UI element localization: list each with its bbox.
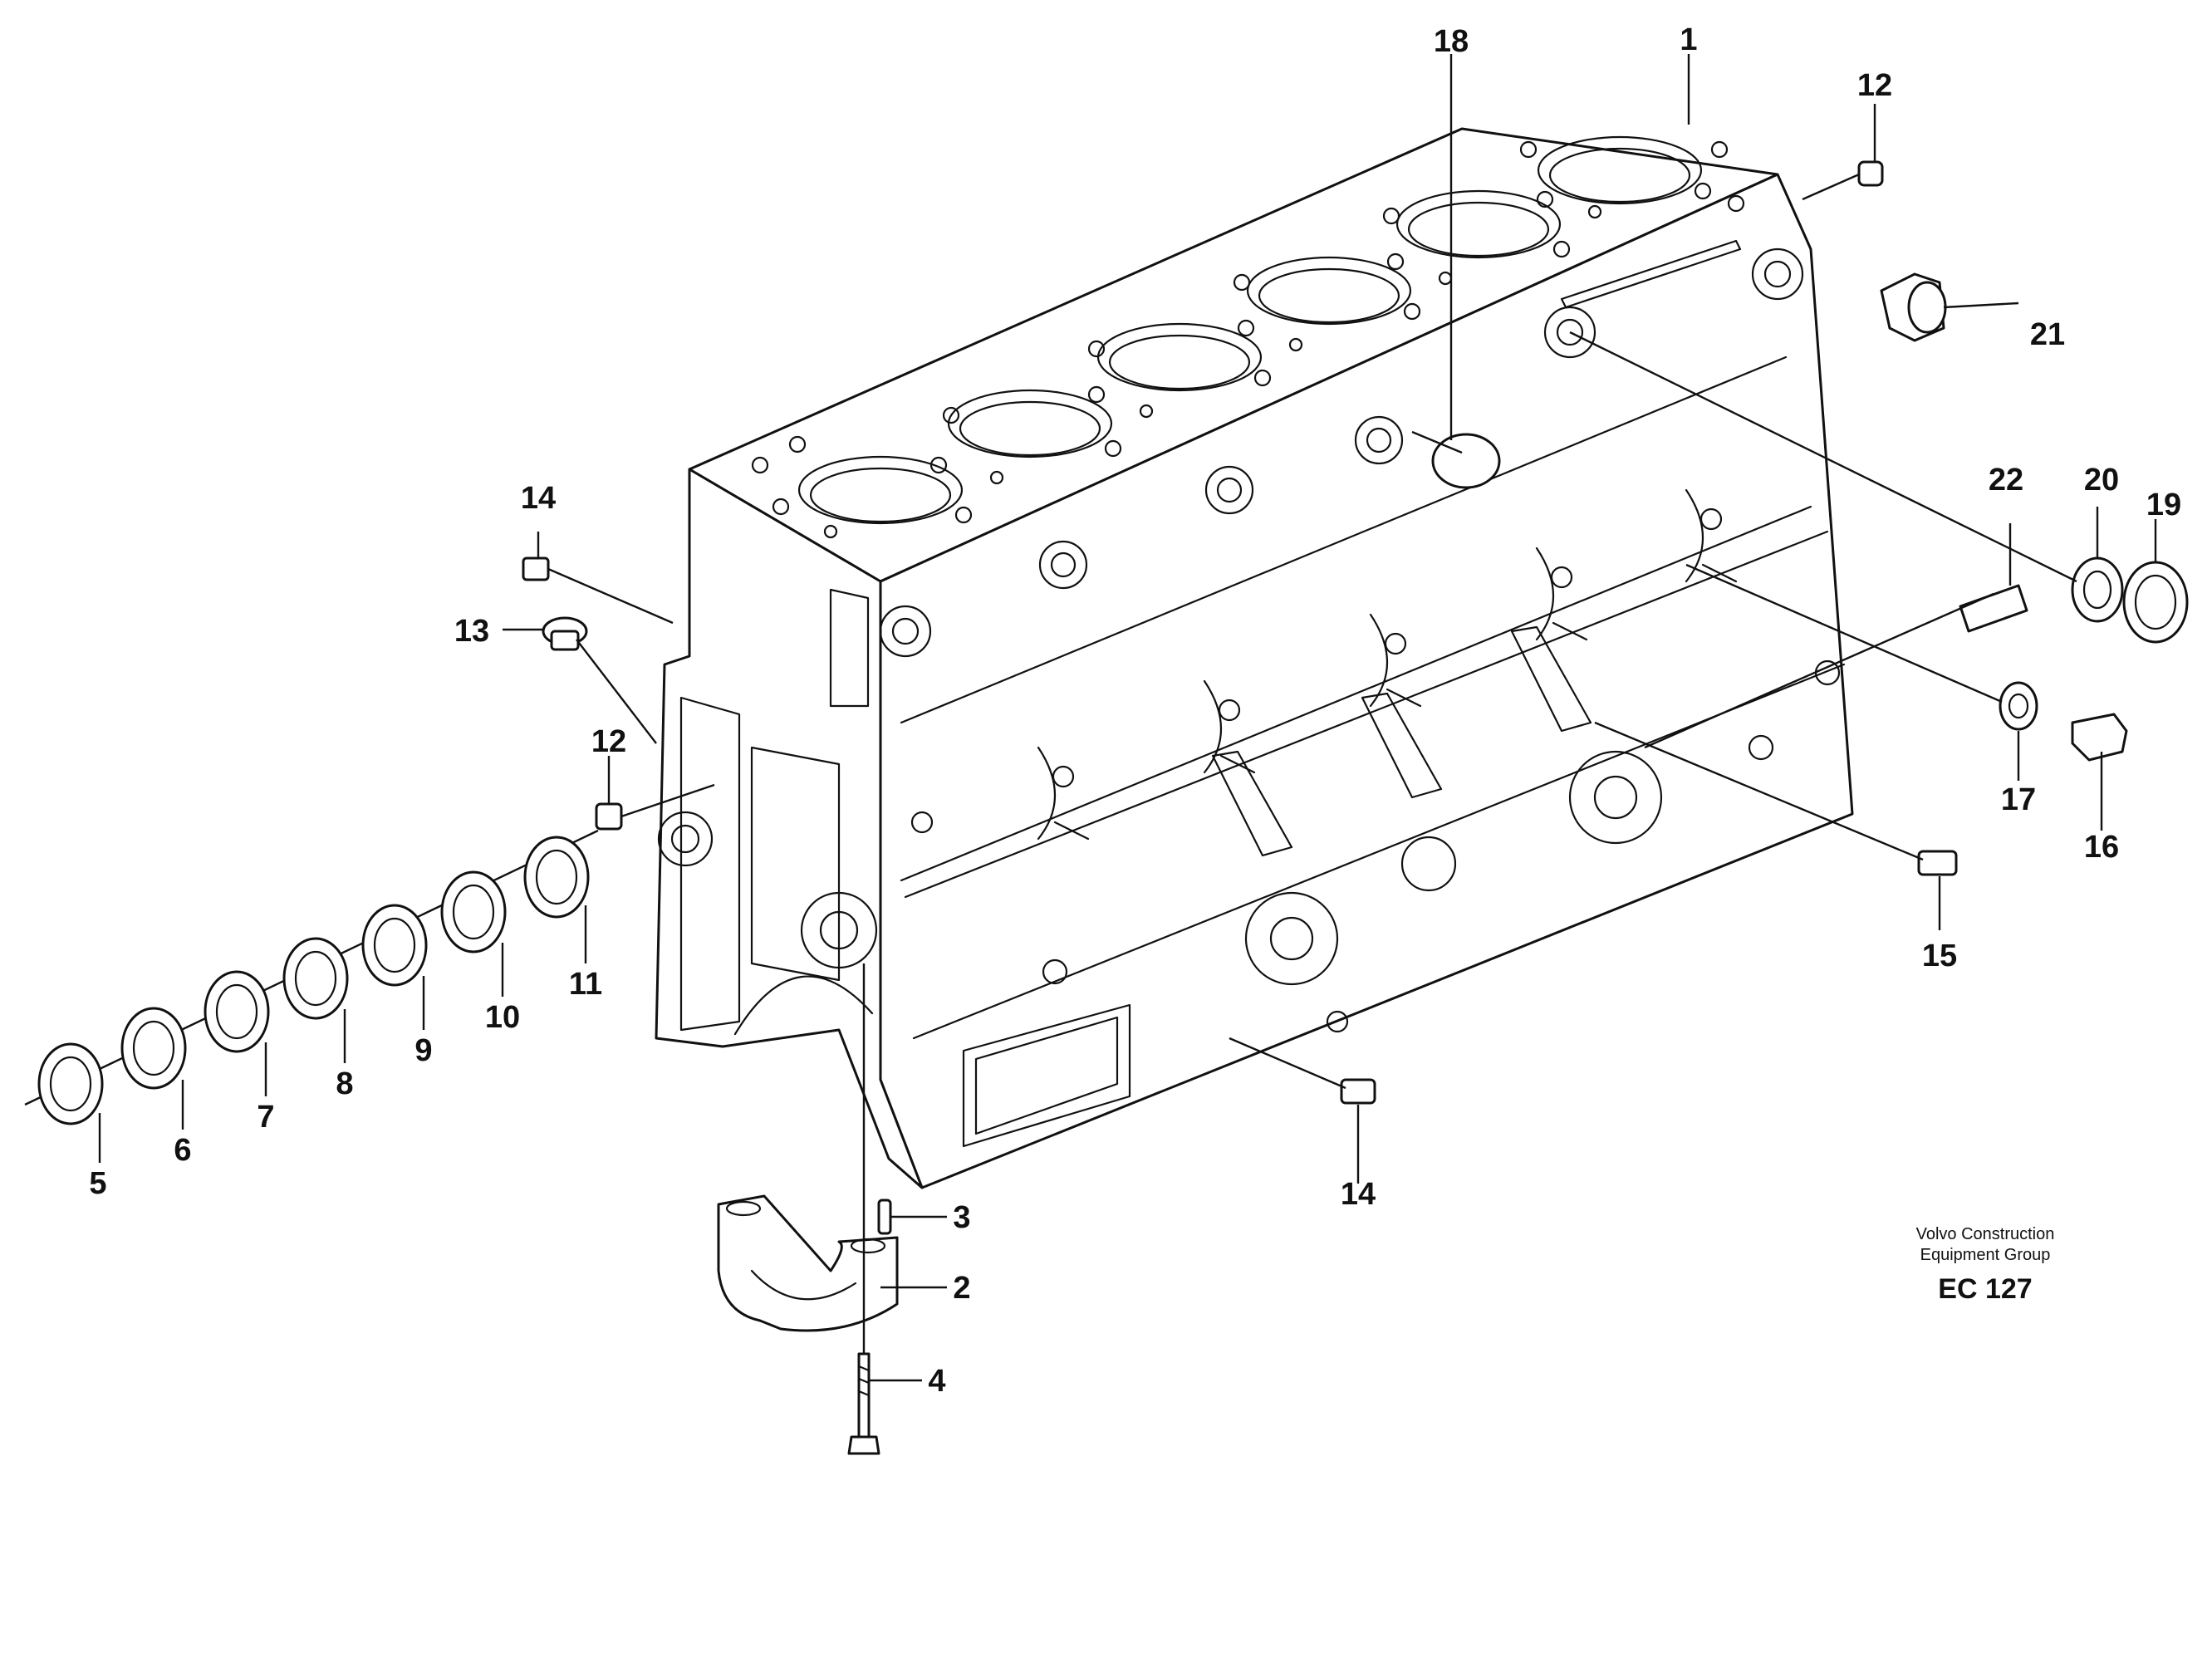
label-21: 21 [2030,317,2065,352]
drawing-code: EC 127 [1938,1273,2032,1305]
label-3: 3 [953,1200,970,1235]
label-22: 22 [1989,463,2023,498]
callout-labels: 1 2 3 4 5 6 7 8 9 10 11 12 12 13 14 14 1… [89,22,2181,1399]
label-4: 4 [928,1364,945,1399]
label-13: 13 [454,614,489,649]
publisher-line-1: Volvo Construction [1916,1225,2055,1243]
label-14-top: 14 [521,481,556,516]
publisher-block: Volvo Construction Equipment Group EC 12… [1916,1225,2055,1305]
label-16: 16 [2084,830,2119,865]
label-10: 10 [485,1000,520,1035]
label-8: 8 [336,1066,353,1101]
label-11: 11 [569,967,602,1002]
label-9: 9 [414,1033,432,1068]
label-17: 17 [2001,782,2036,817]
label-15: 15 [1922,939,1957,973]
dowel-pin [877,1199,892,1235]
publisher-line-2: Equipment Group [1920,1246,2051,1264]
label-1: 1 [1680,22,1697,57]
label-18: 18 [1434,24,1469,59]
cylinder-block [655,127,1854,1189]
label-5: 5 [89,1166,106,1201]
label-6: 6 [174,1133,191,1168]
label-12-top: 12 [1857,68,1892,103]
small-parts [522,160,2189,1105]
label-7: 7 [257,1100,274,1135]
main-bearing-cap [717,1194,899,1332]
label-12-left: 12 [591,724,626,759]
cap-bolt [847,1352,880,1455]
label-19: 19 [2146,488,2181,522]
label-14-bottom: 14 [1341,1177,1376,1212]
label-2: 2 [953,1271,970,1306]
camshaft-bushings [24,829,599,1125]
label-20: 20 [2084,463,2119,498]
leader-lines [98,54,2157,1382]
